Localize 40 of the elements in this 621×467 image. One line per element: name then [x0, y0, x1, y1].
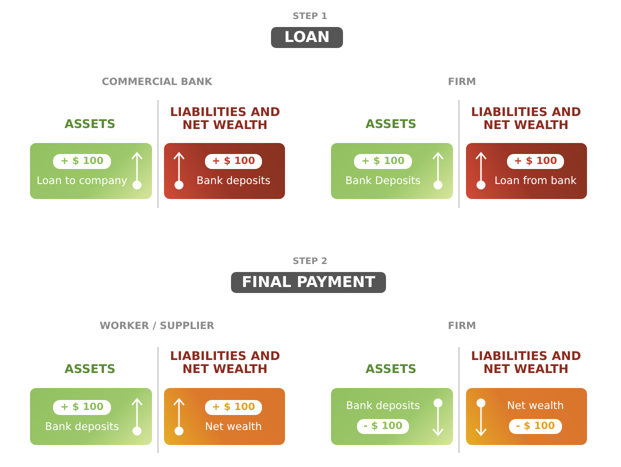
amount-badge: + $ 100	[506, 154, 564, 169]
amount-badge: + $ 100	[53, 154, 111, 169]
column-heading: LIABILITIES AND NET WEALTH	[168, 350, 282, 376]
entity-label: FIRM	[446, 320, 478, 333]
amount-badge: - $ 100	[356, 418, 410, 434]
step-label: STEP 2	[292, 256, 328, 269]
item-label: Loan to company	[36, 175, 128, 188]
amount-badge: + $ 100	[354, 154, 412, 169]
entity-label: FIRM	[446, 76, 478, 89]
column-heading: ASSETS	[63, 363, 117, 376]
amount-badge: + $ 100	[204, 154, 262, 169]
amount-badge: + $ 100	[53, 400, 111, 414]
column-heading: LIABILITIES AND NET WEALTH	[470, 350, 582, 376]
item-label: Loan from bank	[494, 175, 577, 188]
column-heading: LIABILITIES AND NET WEALTH	[470, 106, 582, 132]
item-label: Net wealth	[205, 420, 262, 434]
amount-badge: - $ 100	[509, 418, 562, 434]
balance-entry-box	[164, 388, 285, 445]
step-title-badge: LOAN	[271, 27, 343, 48]
balance-entry-box	[164, 143, 285, 199]
column-heading: ASSETS	[364, 363, 418, 376]
balance-entry-box	[466, 388, 587, 445]
item-label: Bank Deposits	[345, 175, 421, 188]
item-label: Net wealth	[507, 400, 564, 412]
balance-entry-box	[30, 388, 152, 445]
entity-label: COMMERCIAL BANK	[100, 76, 214, 89]
item-label: Bank deposits	[346, 400, 420, 412]
column-heading: LIABILITIES AND NET WEALTH	[168, 106, 282, 132]
balance-entry-box	[30, 143, 152, 199]
balance-entry-box	[466, 143, 587, 199]
item-label: Bank deposits	[196, 175, 270, 188]
amount-badge: + $ 100	[204, 400, 262, 414]
step-title-badge: FINAL PAYMENT	[231, 272, 386, 293]
entity-label: WORKER / SUPPLIER	[98, 320, 216, 333]
column-heading: ASSETS	[364, 118, 418, 131]
column-heading: ASSETS	[63, 118, 117, 131]
item-label: Bank deposits	[45, 420, 119, 434]
step-label: STEP 1	[292, 11, 328, 24]
balance-entry-box	[331, 388, 453, 445]
balance-entry-box	[331, 143, 453, 199]
